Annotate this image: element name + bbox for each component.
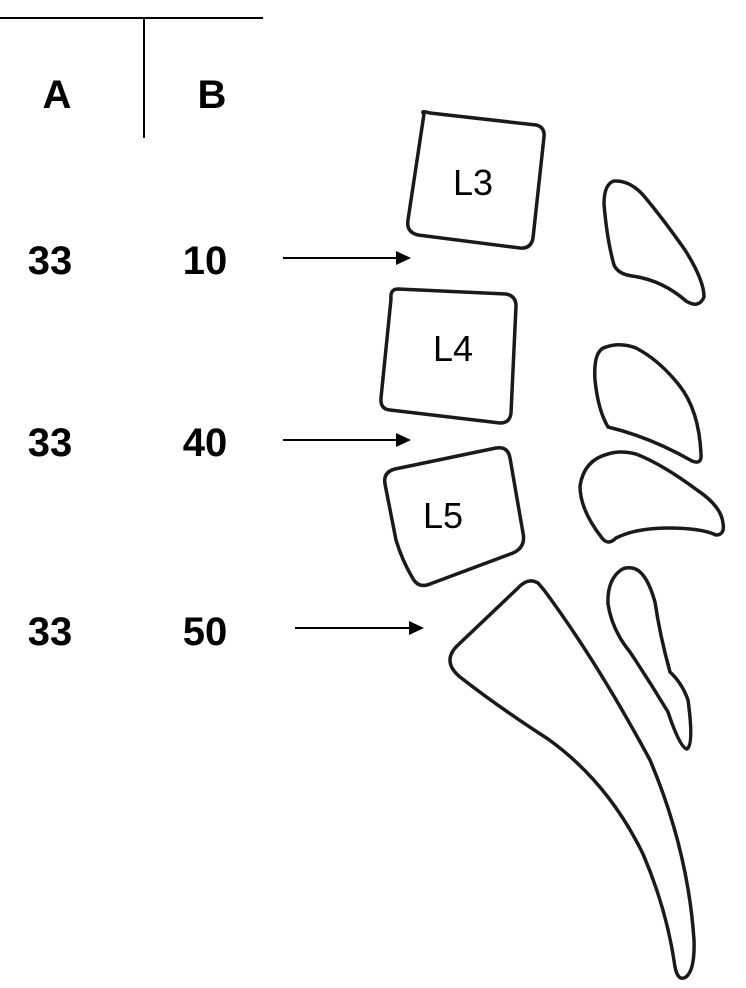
- vertebra-l4-body: [379, 287, 518, 425]
- row-2-value-b: 40: [183, 421, 228, 465]
- arrow-l4-l5: [283, 433, 411, 447]
- posterior-element-l4: [592, 343, 703, 464]
- sacrum: [448, 579, 696, 980]
- row-3-value-b: 50: [183, 610, 228, 654]
- column-header-b: B: [198, 73, 227, 117]
- vertebra-label-l4: L4: [433, 328, 473, 369]
- vertebra-l3-body: [405, 109, 546, 250]
- arrow-l5-s1: [295, 621, 424, 635]
- row-3-value-a: 33: [28, 610, 73, 654]
- arrow-l3-l4: [283, 251, 411, 265]
- posterior-element-sacral: [606, 566, 693, 751]
- vertebra-label-l3: L3: [453, 162, 493, 203]
- column-header-a: A: [43, 73, 72, 117]
- row-2-value-a: 33: [28, 421, 73, 465]
- row-1-value-a: 33: [28, 239, 73, 283]
- posterior-element-l5: [578, 450, 726, 544]
- vertebra-l5-body: [382, 445, 526, 588]
- row-1-value-b: 10: [183, 239, 228, 283]
- vertebra-label-l5: L5: [423, 495, 463, 536]
- posterior-element-l3: [602, 179, 706, 306]
